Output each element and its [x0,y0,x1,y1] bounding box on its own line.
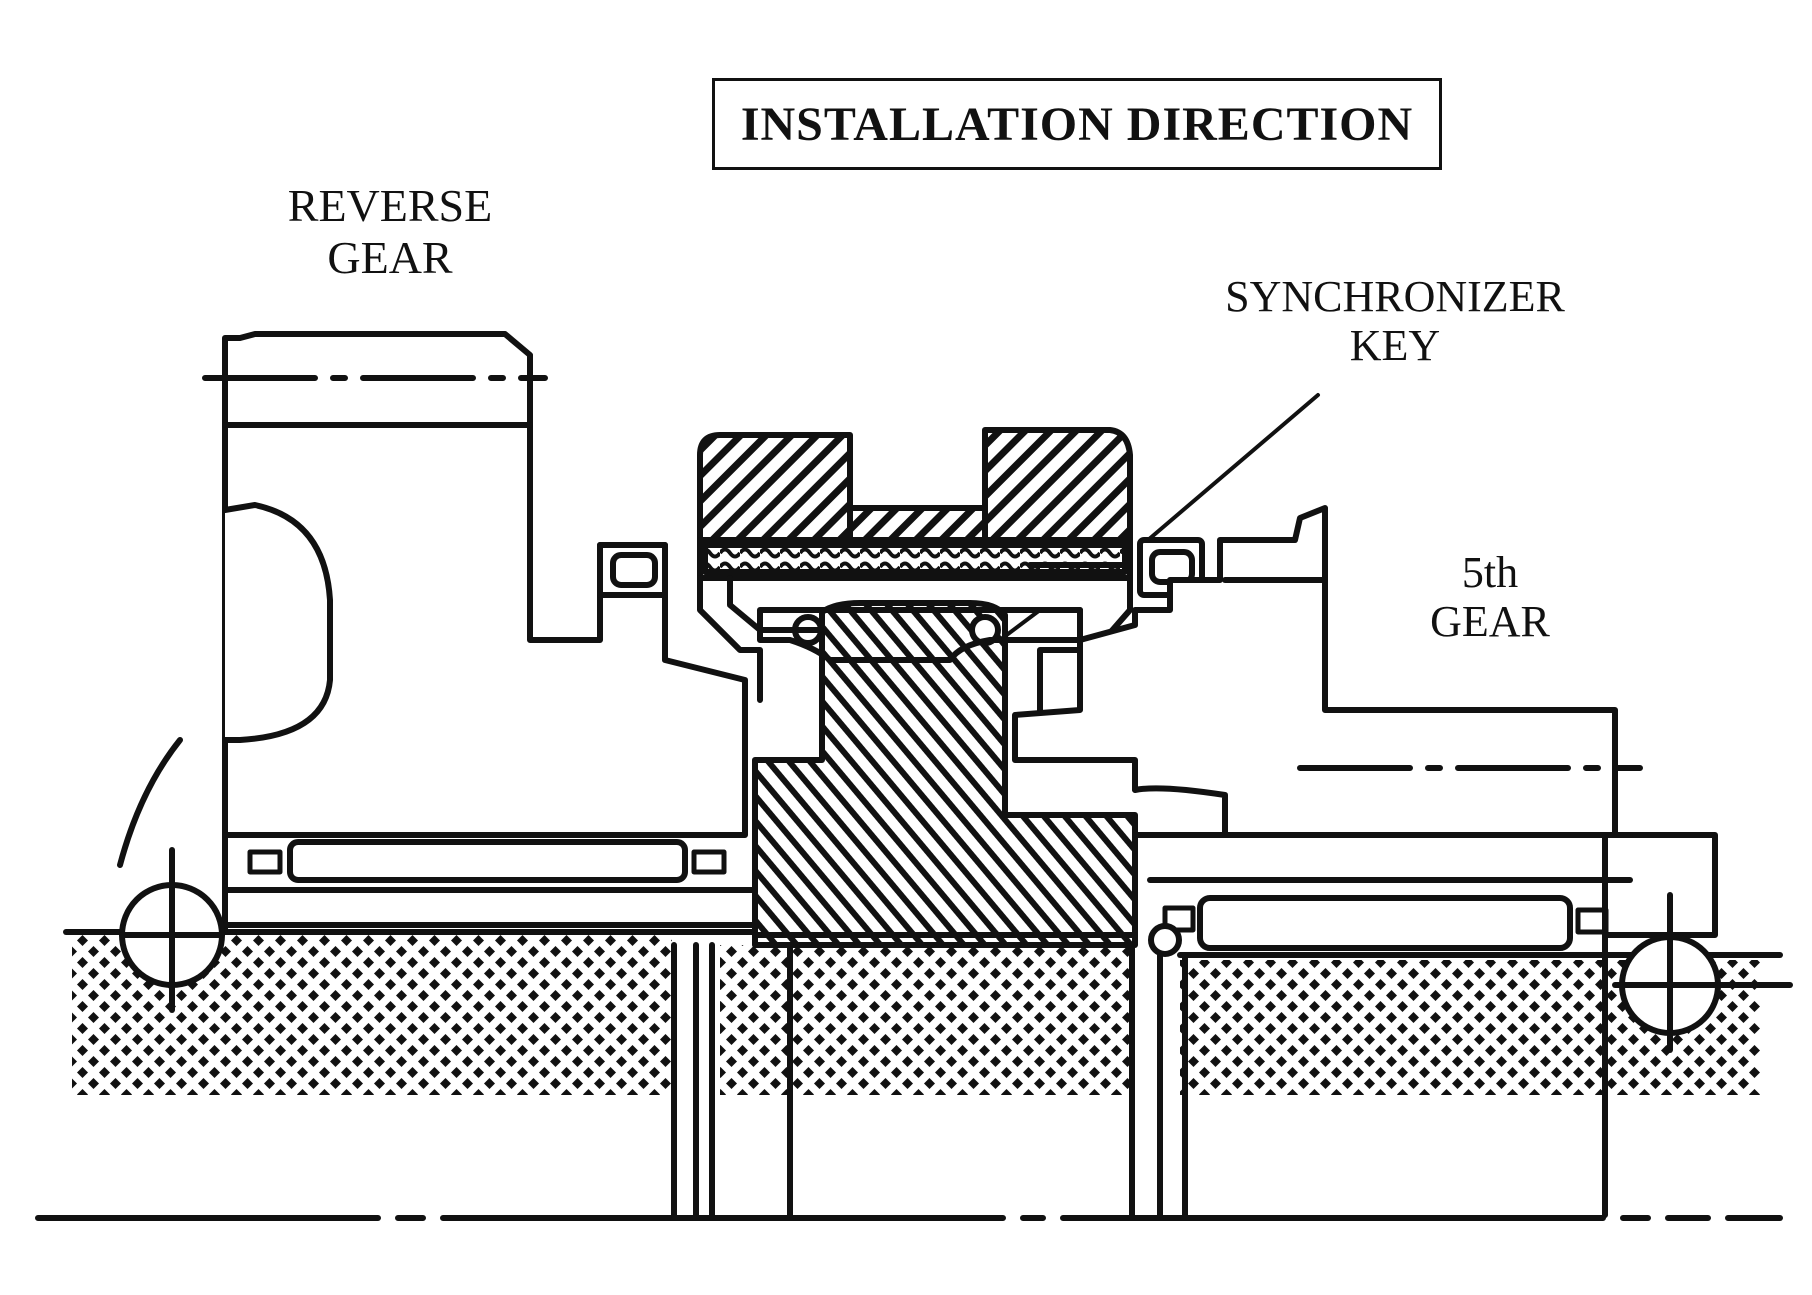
synchronizer-sleeve [697,427,1133,581]
reverse-gear-lever [117,737,183,868]
fifth-gear [1012,505,1718,958]
reverse-gear [117,331,763,933]
synchronizer-key-label: SYNCHRONIZER KEY [1185,272,1605,371]
synchronizer-key-leader [1146,393,1320,542]
fifth-gear-body [1012,505,1618,838]
shaft-section [63,929,1783,1218]
seal-left [597,542,668,598]
synchronizer-key-label-line-1: SYNCHRONIZER [1225,272,1565,321]
reverse-gear-label: REVERSE GEAR [250,180,530,283]
reverse-gear-web [222,502,333,743]
sleeve-inner-teeth [702,542,1128,575]
fifth-gear-label-line-1: 5th [1461,548,1519,597]
left-ball-symbol [119,847,225,1013]
fifth-needle-bearing [1197,895,1573,951]
right-ball-symbol [1612,892,1793,1053]
reverse-gear-label-line-2: GEAR [327,231,453,283]
hub-body [752,600,1138,948]
shaft-dotted-mid [720,945,1130,1095]
synchronizer-key-label-line-2: KEY [1349,321,1441,371]
reverse-needle-bearing [287,839,688,883]
sleeve-left-block [697,432,853,543]
installation-direction-title: INSTALLATION DIRECTION [712,78,1442,170]
fifth-gear-label: 5th GEAR [1390,548,1590,647]
synchronizer-key [757,562,1133,663]
title-text: INSTALLATION DIRECTION [740,97,1414,151]
sleeve-bridge [847,505,988,543]
sleeve-right-block [982,427,1133,543]
blocker-ring-left [697,575,823,703]
reverse-gear-label-line-1: REVERSE [287,180,493,231]
fifth-gear-label-line-2: GEAR [1430,597,1550,647]
